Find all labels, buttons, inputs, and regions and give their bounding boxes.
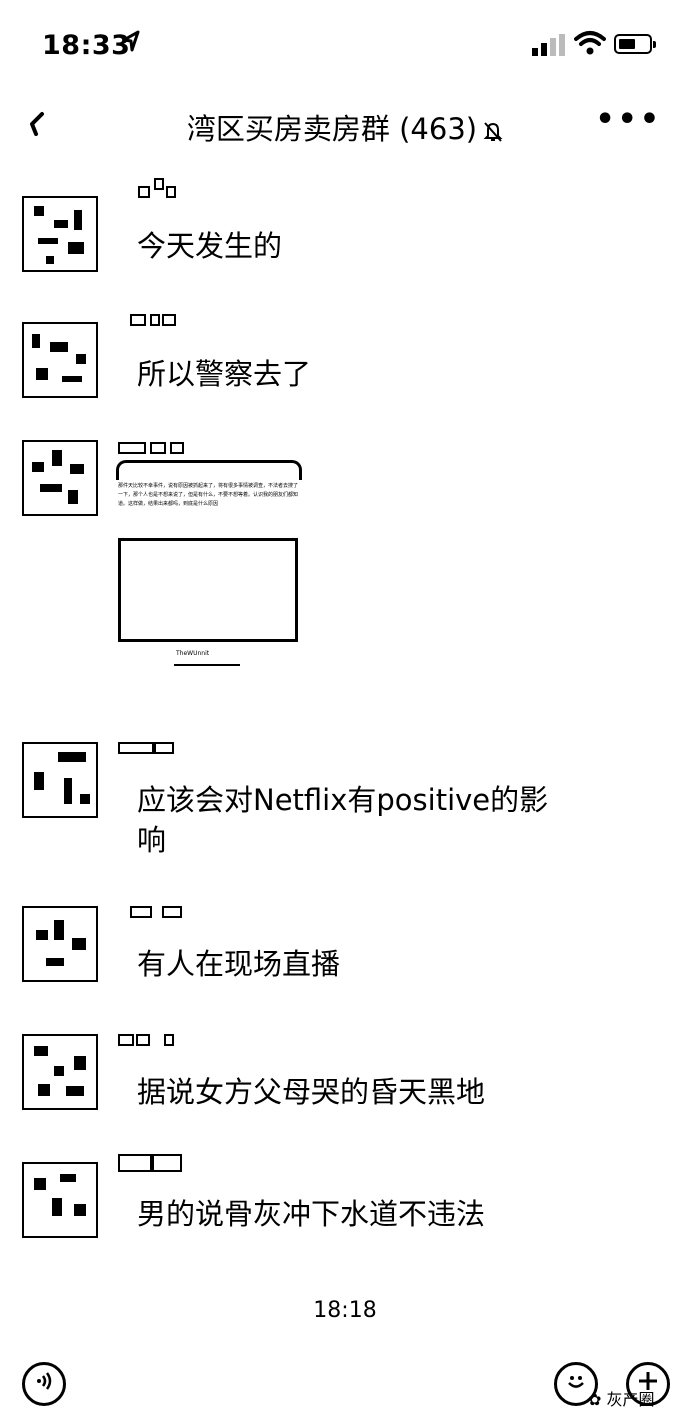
wifi-icon bbox=[574, 30, 606, 60]
status-bar: 18:33 bbox=[0, 0, 690, 90]
battery-icon bbox=[614, 34, 656, 54]
plus-icon bbox=[636, 1369, 660, 1399]
status-time: 18:33 bbox=[42, 30, 131, 61]
card-text: 那件天比较不幸事件，说有原因被抓起来了，将有很多事情被调查，不法者去搜了一下，那… bbox=[118, 483, 299, 507]
avatar[interactable] bbox=[22, 322, 98, 398]
timestamp: 18:18 bbox=[313, 1298, 377, 1323]
card-caption: TheWUnnit bbox=[176, 650, 210, 657]
mute-bell-icon bbox=[483, 116, 503, 142]
avatar[interactable] bbox=[22, 440, 98, 516]
avatar[interactable] bbox=[22, 1162, 98, 1238]
voice-icon bbox=[33, 1370, 55, 1398]
message-text: 男的说骨灰冲下水道不违法 bbox=[137, 1197, 486, 1231]
input-toolbar: ✿ 灰产圈 bbox=[0, 1350, 690, 1427]
message-text: 据说女方父母哭的昏天黑地 bbox=[137, 1075, 486, 1109]
voice-button[interactable] bbox=[22, 1362, 66, 1406]
message-text: 应该会对Netflix有positive的影响 bbox=[137, 783, 549, 857]
shared-image-card[interactable]: 那件天比较不幸事件，说有原因被抓起来了，将有很多事情被调查，不法者去搜了一下，那… bbox=[116, 460, 302, 682]
message-row bbox=[0, 438, 690, 698]
watermark: ✿ 灰产圈 bbox=[588, 1386, 655, 1410]
signal-icon bbox=[532, 34, 566, 56]
back-button[interactable] bbox=[26, 110, 50, 138]
message-text: 有人在现场直播 bbox=[137, 947, 341, 981]
chat-header: 湾区买房卖房群 (463) ••• bbox=[0, 92, 690, 156]
location-arrow-icon bbox=[122, 30, 140, 58]
avatar[interactable] bbox=[22, 1034, 98, 1110]
emoji-button[interactable] bbox=[554, 1362, 598, 1406]
avatar[interactable] bbox=[22, 906, 98, 982]
card-underline bbox=[174, 664, 240, 666]
watermark-text: 灰产圈 bbox=[606, 1390, 655, 1409]
avatar[interactable] bbox=[22, 742, 98, 818]
chat-title-container: 湾区买房卖房群 (463) bbox=[0, 106, 690, 148]
message-text: 所以警察去了 bbox=[137, 357, 312, 391]
wechat-logo-icon: ✿ bbox=[588, 1390, 602, 1409]
chat-title: 湾区买房卖房群 (463) bbox=[186, 112, 478, 146]
card-image bbox=[118, 538, 298, 642]
more-options-button[interactable]: ••• bbox=[595, 102, 662, 137]
avatar[interactable] bbox=[22, 196, 98, 272]
message-text: 今天发生的 bbox=[137, 229, 283, 263]
card-header-frame bbox=[116, 460, 302, 480]
smile-icon bbox=[563, 1368, 589, 1400]
add-button[interactable] bbox=[626, 1362, 670, 1406]
